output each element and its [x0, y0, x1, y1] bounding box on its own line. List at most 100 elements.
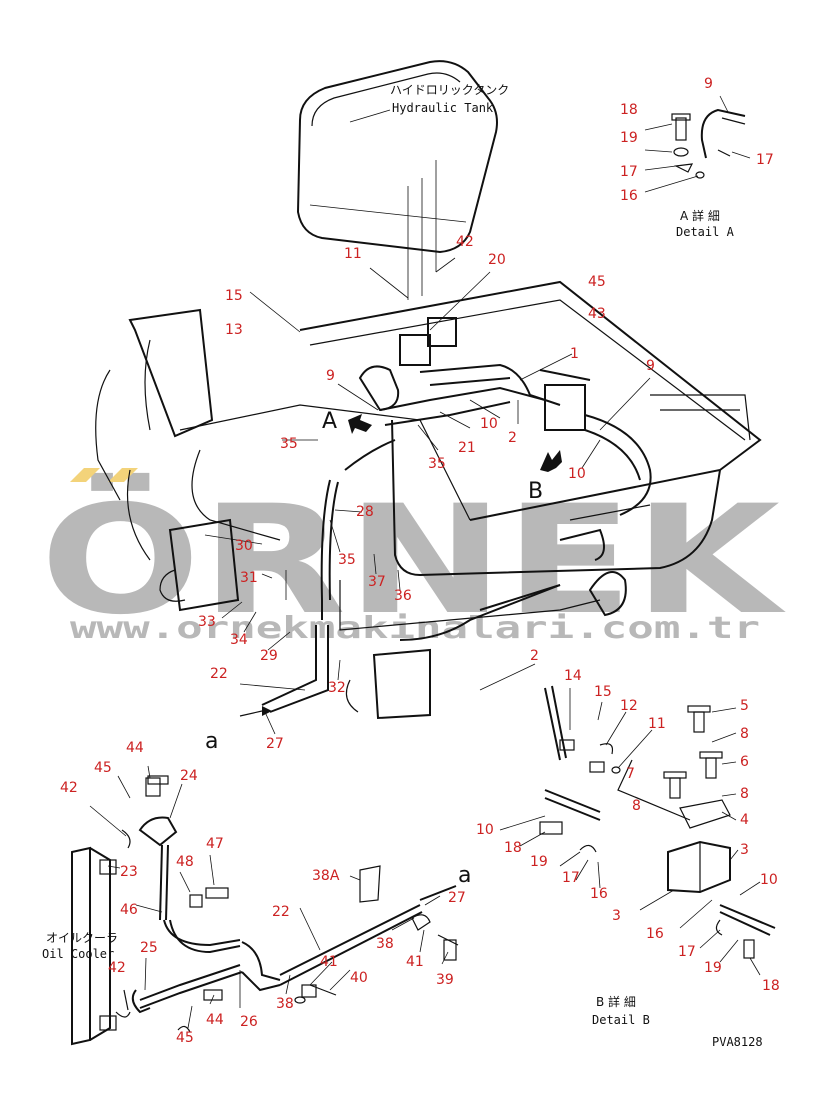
callout-number: 8	[740, 726, 749, 742]
view-b-label: B	[528, 479, 543, 504]
callout-number: 19	[530, 854, 548, 870]
callout-number: 16	[590, 886, 608, 902]
callout-number: 38A	[312, 868, 340, 884]
callout-number: 16	[646, 926, 664, 942]
callout-number: 3	[740, 842, 749, 858]
callout-number: 42	[108, 960, 126, 976]
callout-number: 46	[120, 902, 138, 918]
detail-b-parts	[539, 685, 776, 959]
callout-number: 3	[612, 908, 621, 924]
callout-number: 37	[368, 574, 386, 590]
callout-number: 47	[206, 836, 224, 852]
watermark: ÖRNEK www.ornekmakinalari.com.tr	[40, 468, 786, 648]
view-a-lower-label: a	[205, 729, 218, 754]
callout-number: 31	[240, 570, 258, 586]
callout-number: 7	[626, 766, 635, 782]
callout-number: 15	[225, 288, 243, 304]
hydraulic-tank-label-jp: ハイドロリックタンク	[390, 83, 509, 97]
callout-number: 19	[704, 960, 722, 976]
callout-number: 8	[632, 798, 641, 814]
leader-lines	[89, 95, 761, 1029]
callout-number: 20	[488, 252, 506, 268]
callout-number: 11	[648, 716, 666, 732]
callout-number: 42	[456, 234, 474, 250]
hydraulic-tank	[296, 60, 498, 300]
callout-number: 18	[620, 102, 638, 118]
view-a-label: A	[322, 409, 337, 434]
callout-number: 45	[94, 760, 112, 776]
callout-number: 4	[740, 812, 749, 828]
callout-number: 10	[476, 822, 494, 838]
callout-number: 10	[568, 466, 586, 482]
callout-number: 17	[756, 152, 774, 168]
callout-numbers: 9 18 19 17 17 16 11 42 20 15 45 13 43 1 …	[60, 76, 780, 1046]
callout-number: 40	[350, 970, 368, 986]
detail-b-label-jp: B 詳 細	[596, 994, 636, 1009]
callout-number: 17	[620, 164, 638, 180]
callout-number: 41	[406, 954, 424, 970]
callout-number: 14	[564, 668, 582, 684]
arrow-a	[348, 414, 372, 434]
callout-number: 17	[678, 944, 696, 960]
callout-number: 24	[180, 768, 198, 784]
oil-cooler-assembly	[71, 775, 459, 1046]
valve-and-hoses	[261, 317, 652, 720]
callout-number: 27	[448, 890, 466, 906]
callout-number: 13	[225, 322, 243, 338]
callout-number: 45	[176, 1030, 194, 1046]
callout-number: 9	[646, 358, 655, 374]
callout-number: 34	[230, 632, 248, 648]
callout-number: 2	[530, 648, 539, 664]
watermark-brand: ÖRNEK	[40, 472, 786, 648]
callout-number: 21	[458, 440, 476, 456]
detail-b-label-en: Detail B	[592, 1013, 650, 1027]
callout-number: 30	[235, 538, 253, 554]
callout-number: 17	[562, 870, 580, 886]
callout-number: 22	[210, 666, 228, 682]
view-arrows	[239, 414, 562, 717]
callout-number: 23	[120, 864, 138, 880]
drawing-code: PVA8128	[712, 1035, 763, 1049]
callout-number: 15	[594, 684, 612, 700]
callout-number: 44	[126, 740, 144, 756]
watermark-accent	[70, 468, 100, 482]
callout-number: 35	[338, 552, 356, 568]
callout-number: 9	[326, 368, 335, 384]
callout-number: 39	[436, 972, 454, 988]
callout-number: 1	[570, 346, 579, 362]
callout-number: 35	[428, 456, 446, 472]
view-a-lower-label-2: a	[458, 863, 471, 888]
callout-number: 10	[760, 872, 778, 888]
callout-number: 2	[508, 430, 517, 446]
callout-number: 35	[280, 436, 298, 452]
detail-a-label-en: Detail A	[676, 225, 735, 239]
callout-number: 28	[356, 504, 374, 520]
callout-number: 33	[198, 614, 216, 630]
callout-number: 27	[266, 736, 284, 752]
arrow-a-lower	[262, 706, 272, 716]
callout-number: 48	[176, 854, 194, 870]
callout-number: 42	[60, 780, 78, 796]
machine-frame	[95, 280, 762, 612]
oil-cooler-label-en: Oil Cooler	[42, 947, 114, 961]
callout-number: 41	[320, 954, 338, 970]
watermark-url: www.ornekmakinalari.com.tr	[70, 611, 760, 646]
detail-a-parts	[671, 108, 746, 179]
callout-number: 43	[588, 306, 606, 322]
callout-number: 11	[344, 246, 362, 262]
arrow-b	[540, 450, 562, 472]
callout-number: 38	[376, 936, 394, 952]
callout-number: 19	[620, 130, 638, 146]
callout-number: 9	[704, 76, 713, 92]
callout-number: 10	[480, 416, 498, 432]
callout-number: 16	[620, 188, 638, 204]
callout-number: 29	[260, 648, 278, 664]
detail-a-label-jp: A 詳 細	[680, 208, 720, 223]
callout-number: 5	[740, 698, 749, 714]
callout-number: 18	[762, 978, 780, 994]
callout-number: 12	[620, 698, 638, 714]
oil-cooler-label-jp: オイルクーラ	[46, 931, 118, 945]
callout-number: 38	[276, 996, 294, 1012]
